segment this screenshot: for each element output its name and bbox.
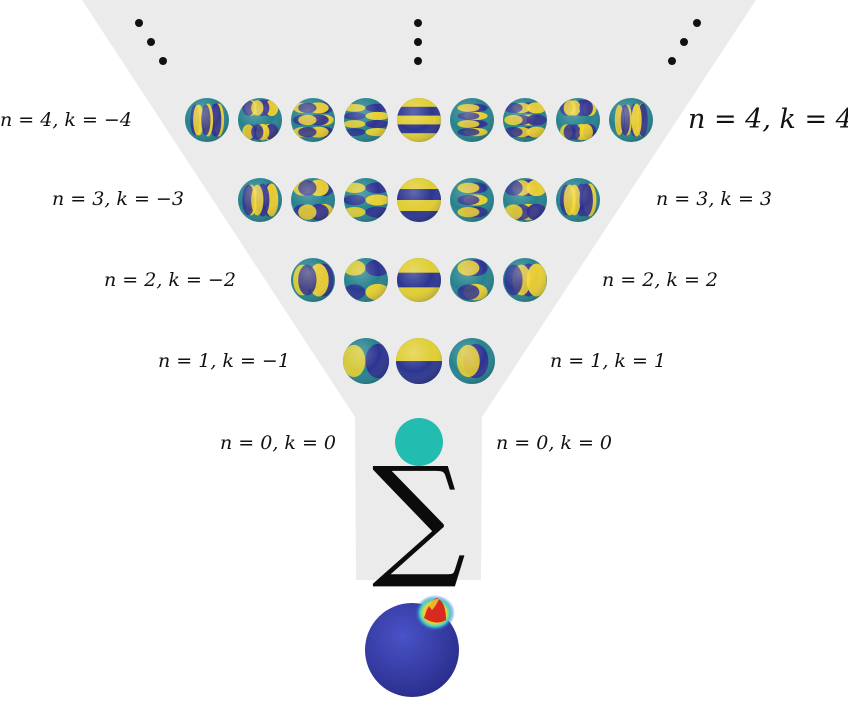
harmonic-sphere-n3-k-3 — [238, 178, 282, 222]
dots-right-2 — [668, 57, 676, 65]
dots-center-1 — [414, 38, 422, 46]
harmonic-sphere-n3-k1 — [450, 178, 494, 222]
row-2-left-label: n = 2, k = −2 — [104, 269, 236, 291]
harmonic-sphere-n4-k3 — [556, 98, 600, 142]
harmonic-sphere-n1-k1 — [449, 338, 495, 384]
row-4-right-label: n = 4, k = 4 — [688, 104, 848, 135]
dots-left-2 — [159, 57, 167, 65]
harmonic-sphere-n4-k-2 — [291, 98, 335, 142]
harmonic-sphere-n4-k-3 — [238, 98, 282, 142]
dots-left-1 — [147, 38, 155, 46]
row-3-right-label: n = 3, k = 3 — [656, 188, 773, 210]
dots-left-0 — [135, 19, 143, 27]
harmonic-sphere-n1-k-1 — [343, 338, 389, 384]
sum-symbol: ∑ — [371, 439, 467, 593]
harmonic-sphere-n4-k-4 — [185, 98, 229, 142]
row-0-right-label: n = 0, k = 0 — [496, 432, 613, 454]
harmonic-sphere-n4-k4 — [609, 98, 653, 142]
row-2-right-label: n = 2, k = 2 — [602, 269, 719, 291]
row-0-left-label: n = 0, k = 0 — [220, 432, 337, 454]
result-sphere-icon — [365, 595, 459, 697]
harmonic-sphere-n2-k2 — [503, 258, 547, 302]
harmonic-sphere-n4-k1 — [450, 98, 494, 142]
harmonic-sphere-n4-k2 — [503, 98, 547, 142]
harmonic-sphere-n2-k0 — [397, 258, 441, 302]
harmonic-sphere-n4-k-1 — [344, 98, 388, 142]
dots-center-2 — [414, 57, 422, 65]
harmonic-sphere-n3-k0 — [397, 178, 441, 222]
row-1-left-label: n = 1, k = −1 — [158, 350, 290, 372]
dots-center-0 — [414, 19, 422, 27]
row-1-right-label: n = 1, k = 1 — [550, 350, 667, 372]
harmonic-sphere-n0-k0 — [395, 418, 443, 466]
harmonic-spheres — [185, 98, 653, 466]
harmonic-sphere-n3-k-2 — [291, 178, 335, 222]
row-4-left-label: n = 4, k = −4 — [0, 109, 132, 131]
continuation-dots — [135, 19, 701, 65]
harmonic-sphere-n3-k2 — [503, 178, 547, 222]
dots-right-1 — [680, 38, 688, 46]
harmonic-sphere-n3-k-1 — [344, 178, 388, 222]
harmonic-sphere-n2-k-2 — [291, 258, 335, 302]
dots-right-0 — [693, 19, 701, 27]
row-3-left-label: n = 3, k = −3 — [52, 188, 184, 210]
harmonic-sphere-n4-k0 — [397, 98, 441, 142]
harmonic-sphere-n3-k3 — [556, 178, 600, 222]
harmonic-sphere-n1-k0 — [396, 338, 442, 384]
harmonic-sphere-n2-k-1 — [344, 258, 388, 302]
harmonic-sphere-n2-k1 — [450, 258, 494, 302]
